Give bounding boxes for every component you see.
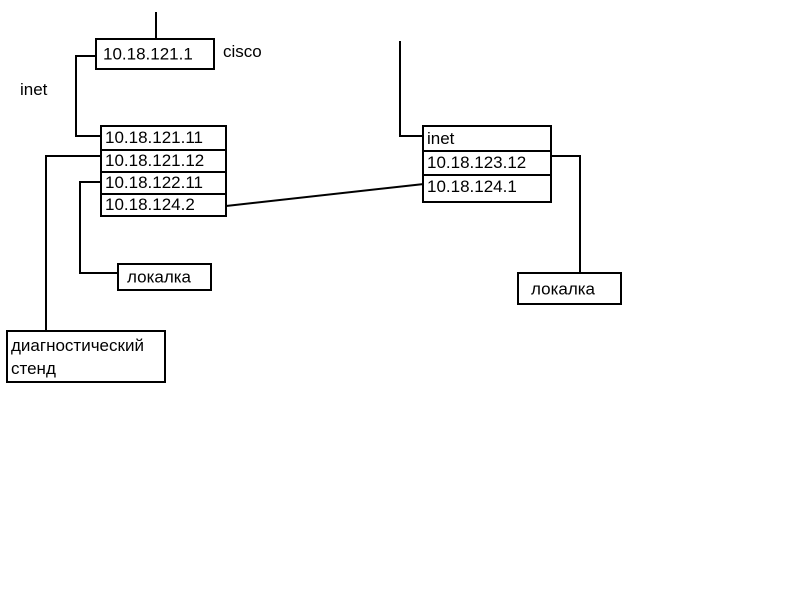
left-router-interface-1: 10.18.121.11 xyxy=(105,128,203,147)
cisco-ip-label: 10.18.121.1 xyxy=(103,44,193,64)
right-router-interface-2: 10.18.123.12 xyxy=(424,150,550,174)
left-router-interface-3: 10.18.122.11 xyxy=(102,171,225,193)
right-router-interface-3: 10.18.124.1 xyxy=(424,174,550,198)
right-router-interface-1: inet xyxy=(427,128,455,148)
cisco-caption: cisco xyxy=(223,42,262,61)
cisco-to-router-line xyxy=(75,55,102,137)
inet-label: inet xyxy=(20,80,48,99)
diag-stand-line xyxy=(45,155,102,331)
left-router-interface-2: 10.18.121.12 xyxy=(102,149,225,171)
cisco-router-box: 10.18.121.1 xyxy=(95,38,215,70)
right-router-uplink-line xyxy=(399,41,424,137)
right-lan-line xyxy=(550,155,581,274)
left-lan-label: локалка xyxy=(127,267,192,287)
right-lan-box: локалка xyxy=(517,272,622,305)
inter-router-link-line xyxy=(225,183,425,207)
diagnostic-stand-box: диагностический стенд xyxy=(6,330,166,383)
left-lan-line xyxy=(79,181,118,274)
right-lan-label: локалка xyxy=(531,279,596,298)
right-router-box: inet 10.18.123.12 10.18.124.1 xyxy=(422,125,552,203)
left-lan-box: локалка xyxy=(117,263,212,291)
left-router-box: 10.18.121.11 10.18.121.12 10.18.122.11 1… xyxy=(100,125,227,217)
diagnostic-stand-line-1: диагностический xyxy=(11,336,144,355)
left-router-interface-4: 10.18.124.2 xyxy=(102,193,225,215)
diagnostic-stand-line-2: стенд xyxy=(11,359,56,378)
